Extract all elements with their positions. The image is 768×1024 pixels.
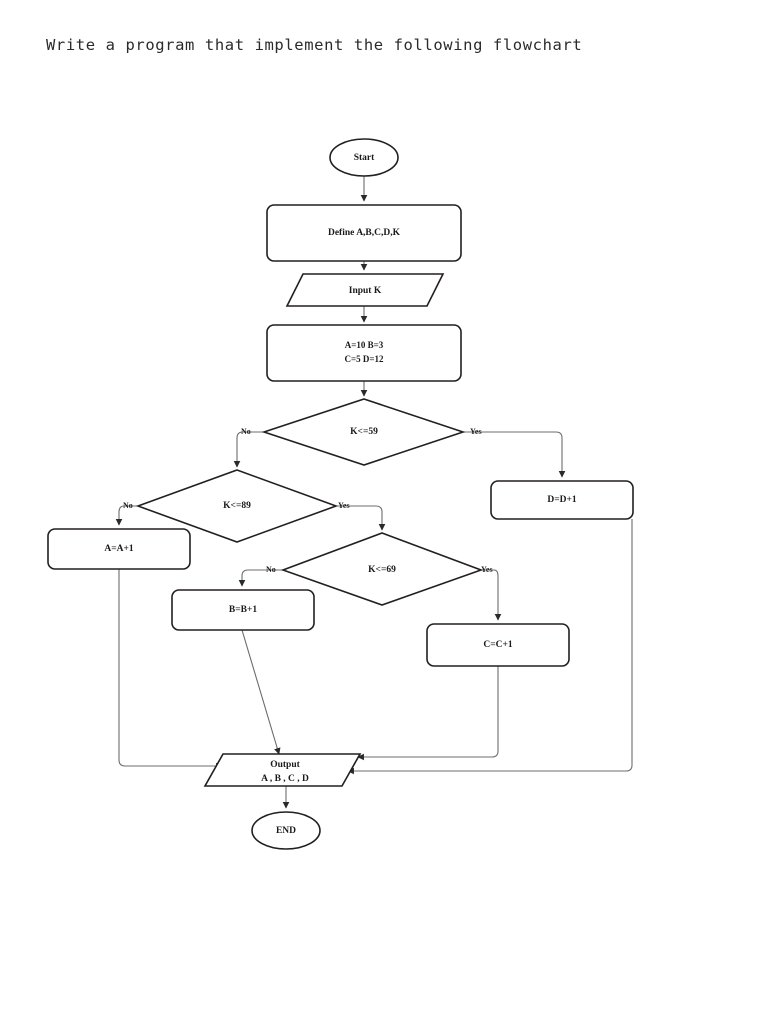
node-a-increment-label: A=A+1 [104, 544, 134, 554]
node-decision-k59-label: K<=59 [350, 427, 378, 437]
edge-binc-to-output [241, 629, 281, 755]
edge-label-decision3-no: No [266, 565, 276, 574]
page-title: Write a program that implement the follo… [46, 36, 583, 54]
node-b-increment-label: B=B+1 [229, 605, 257, 615]
node-decision-k69-label: K<=69 [368, 565, 396, 575]
node-c-increment[interactable]: C=C+1 [426, 623, 570, 667]
edge-decision1-no-to-decision2 [233, 431, 264, 468]
node-layer: Start Define A,B,C,D,K Input K A=10 B=3 … [47, 138, 634, 850]
node-decision-k59[interactable]: K<=59 [261, 398, 466, 466]
edge-label-decision2-no: No [123, 501, 133, 510]
edge-layer [115, 176, 633, 809]
node-input-k[interactable]: Input K [285, 273, 445, 307]
node-start[interactable]: Start [329, 138, 399, 177]
edge-decision2-no-to-ainc [115, 505, 138, 526]
edge-decision3-yes-to-cinc [481, 569, 502, 621]
node-define-label: Define A,B,C,D,K [328, 228, 401, 238]
node-a-increment[interactable]: A=A+1 [47, 528, 191, 570]
edge-label-decision1-no: No [241, 427, 251, 436]
node-init[interactable]: A=10 B=3 C=5 D=12 [266, 324, 462, 382]
node-define[interactable]: Define A,B,C,D,K [266, 204, 462, 262]
edge-decision1-yes-to-dinc [463, 431, 566, 478]
node-d-increment-label: D=D+1 [547, 495, 577, 505]
node-decision-k69[interactable]: K<=69 [280, 532, 484, 606]
node-output[interactable]: Output A , B , C , D [203, 753, 362, 787]
edge-label-layer: No Yes No Yes No Yes [123, 427, 493, 574]
node-init-line2: C=5 D=12 [344, 354, 384, 364]
edge-decision2-yes-to-decision3 [336, 505, 386, 531]
node-start-label: Start [354, 153, 375, 163]
edge-decision3-no-to-binc [238, 569, 283, 587]
node-c-increment-label: C=C+1 [483, 640, 513, 650]
node-end[interactable]: END [251, 811, 321, 850]
edge-label-decision3-yes: Yes [481, 565, 493, 574]
edge-label-decision2-yes: Yes [338, 501, 350, 510]
edge-ainc-to-output [118, 569, 223, 770]
edge-label-decision1-yes: Yes [470, 427, 482, 436]
node-decision-k89[interactable]: K<=89 [135, 469, 339, 543]
edge-cinc-to-output [357, 666, 499, 761]
node-end-label: END [276, 826, 296, 836]
node-decision-k89-label: K<=89 [223, 501, 251, 511]
node-input-k-label: Input K [349, 286, 382, 296]
node-output-line1: Output [270, 760, 300, 770]
node-output-line2: A , B , C , D [261, 774, 309, 784]
node-d-increment[interactable]: D=D+1 [490, 480, 634, 520]
edge-dinc-to-output [347, 519, 633, 775]
node-init-line1: A=10 B=3 [345, 340, 384, 350]
node-b-increment[interactable]: B=B+1 [171, 589, 315, 631]
